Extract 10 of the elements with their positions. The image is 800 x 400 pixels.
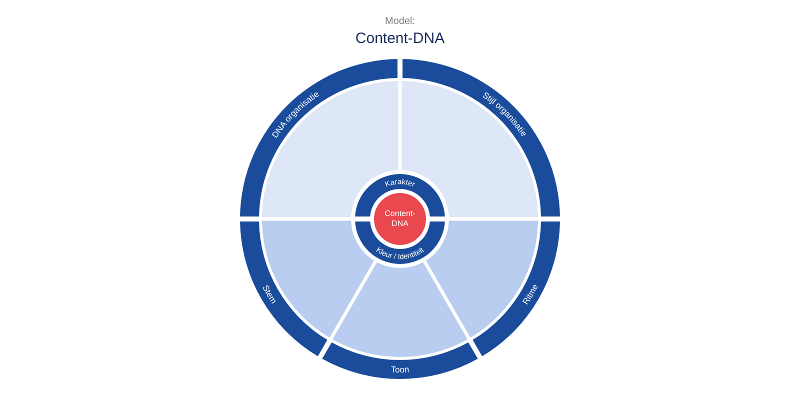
- pie-segment: [240, 220, 374, 356]
- ring-segment: [355, 222, 445, 264]
- title: Content-DNA: [355, 30, 445, 47]
- pie-segment: [322, 262, 478, 379]
- center-label: Content-DNA: [384, 209, 416, 229]
- eyebrow-label: Model:: [384, 16, 415, 27]
- ring-segment: [355, 174, 445, 216]
- center-circle: [374, 193, 426, 245]
- pie-segment: [426, 220, 560, 356]
- segment-label: Toon: [390, 364, 410, 374]
